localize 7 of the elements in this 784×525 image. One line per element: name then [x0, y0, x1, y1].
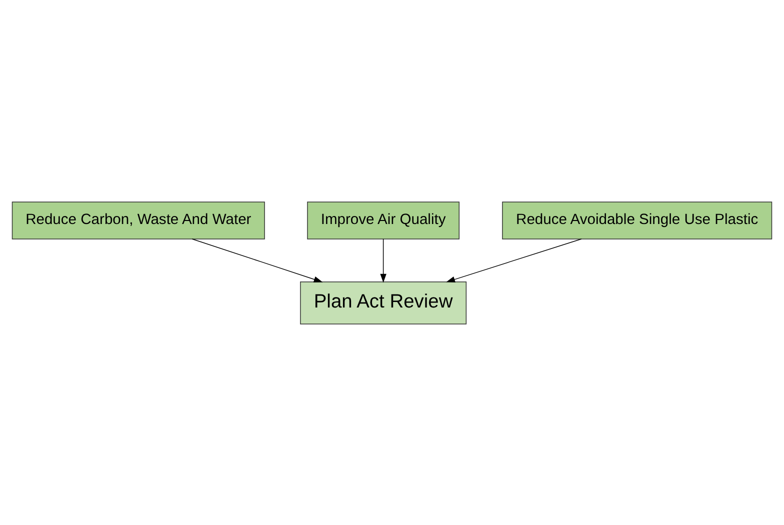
arrow: [192, 238, 323, 282]
node-box: Reduce Carbon, Waste And Water: [12, 201, 265, 239]
arrow: [446, 238, 582, 282]
node-box: Improve Air Quality: [307, 201, 460, 239]
node-box: Reduce Avoidable Single Use Plastic: [502, 201, 772, 239]
node-box: Plan Act Review: [300, 281, 467, 324]
arrow: [380, 238, 386, 282]
